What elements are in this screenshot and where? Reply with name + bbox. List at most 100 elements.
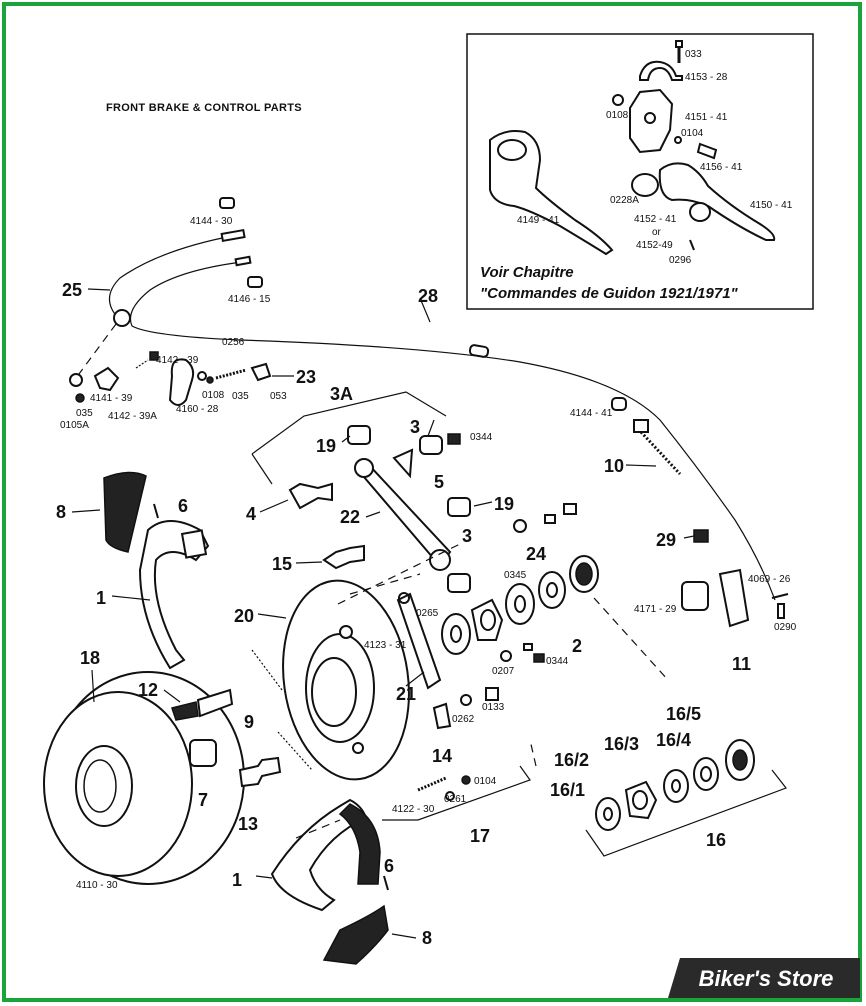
pn-0105a: 0105A (60, 420, 89, 431)
inset-note-line2: "Commandes de Guidon 1921/1971" (480, 285, 739, 302)
callout-8: 8 (56, 502, 66, 522)
pn-0344a: 0344 (470, 432, 493, 443)
brake-lining-shoe-bottom (338, 803, 381, 885)
pn-0262: 0262 (452, 714, 475, 725)
callout-1: 1 (96, 588, 106, 608)
inset-note-line1: Voir Chapitre (480, 264, 574, 281)
inset-label-4156: 4156 - 41 (700, 162, 743, 173)
callout-16-2: 16/2 (554, 750, 589, 770)
callout-3b: 3 (462, 526, 472, 546)
pn-0133: 0133 (482, 702, 505, 713)
inset-label-or: or (652, 227, 662, 238)
washer-24-drawing (513, 519, 527, 533)
pn-0104: 0104 (474, 776, 497, 787)
pn-0344b: 0344 (546, 656, 569, 667)
callout-19b: 19 (494, 494, 514, 514)
brake-shoe-1-bottom (270, 798, 368, 912)
bushing-7-drawing (189, 739, 217, 767)
callout-16-1: 16/1 (550, 780, 585, 800)
pn-4069-26: 4069 - 26 (748, 574, 791, 585)
pn-4171-29: 4171 - 29 (634, 604, 677, 615)
bushing-19-top (347, 425, 371, 445)
stud-4-drawing (288, 482, 333, 510)
nut-14-drawing (432, 702, 452, 730)
pn-4110-30: 4110 - 30 (76, 880, 118, 891)
pn-035a: 035 (232, 391, 249, 402)
callout-8b: 8 (422, 928, 432, 948)
callout-14: 14 (432, 746, 452, 766)
pn-4160-28: 4160 - 28 (176, 404, 219, 415)
inset-label-4153: 4153 - 28 (685, 72, 728, 83)
spring-9-lower (277, 731, 313, 771)
callout-16-4: 16/4 (656, 730, 691, 750)
pn-0290: 0290 (774, 622, 797, 633)
callout-16: 16 (706, 830, 726, 850)
pn-4123-31: 4123 - 31 (364, 640, 407, 651)
callout-13: 13 (238, 814, 258, 834)
callout-22: 22 (340, 507, 360, 527)
pn-0207: 0207 (492, 666, 515, 677)
cable-25-drawing (108, 235, 233, 319)
bracket-5-drawing (392, 448, 414, 479)
callout-25: 25 (62, 280, 82, 300)
pn-035b: 035 (76, 408, 93, 419)
inset-label-0108: 0108 (606, 110, 629, 121)
inset-label-4149: 4149 - 41 (517, 215, 560, 226)
callout-3a: 3A (330, 384, 353, 404)
inset-label-0296: 0296 (669, 255, 692, 266)
bushing-3-lower (447, 573, 471, 593)
bracket-17 (382, 765, 531, 821)
callout-18: 18 (80, 648, 100, 668)
inset-label-0104: 0104 (681, 128, 704, 139)
sleeve-4146-15-drawing (247, 276, 263, 288)
callout-29: 29 (656, 530, 676, 550)
callout-16-3: 16/3 (604, 734, 639, 754)
cable-28-drawing (129, 261, 776, 601)
lever-4149-drawing (489, 130, 614, 256)
control-cables (75, 197, 776, 601)
inset-label-4152: 4152 - 41 (634, 214, 677, 225)
washer-kit-16-drawing (595, 739, 755, 831)
callout-19: 19 (316, 436, 336, 456)
lever-4150-drawing (658, 162, 776, 241)
callout-28: 28 (418, 286, 438, 306)
pn-0256: 0256 (222, 337, 245, 348)
clamp-4153-drawing (639, 60, 683, 81)
pn-0108: 0108 (202, 390, 225, 401)
nut-29-drawing (693, 529, 709, 543)
inset-label-0228a: 0228A (610, 195, 639, 206)
adjuster-10-drawing (633, 419, 682, 476)
callout-4: 4 (246, 504, 256, 524)
brake-lining-8-top (103, 471, 147, 553)
bracket-4151-drawing (629, 88, 674, 154)
pn-0265: 0265 (416, 608, 439, 619)
pn-0345: 0345 (504, 570, 527, 581)
clamp-4160-drawing (168, 358, 195, 406)
pn-4146-15: 4146 - 15 (228, 294, 271, 305)
bracket-3a (251, 391, 447, 455)
pin-4156-drawing (696, 142, 718, 160)
pn-4144-41: 4144 - 41 (570, 408, 613, 419)
sleeve-4144-41-drawing (611, 397, 627, 411)
callout-15: 15 (272, 554, 292, 574)
pn-0261: 0261 (444, 794, 467, 805)
diagram-title: FRONT BRAKE & CONTROL PARTS (106, 102, 302, 114)
callout-21: 21 (396, 684, 416, 704)
callout-16-5: 16/5 (666, 704, 701, 724)
sleeve-4144-30-drawing (219, 197, 235, 209)
bolt-15-drawing (322, 544, 365, 570)
callout-1b: 1 (232, 870, 242, 890)
brake-lining-8-bottom (322, 904, 389, 965)
callout-11: 11 (732, 654, 751, 674)
clevis-11-drawing (681, 568, 789, 628)
cable-clamp-parts (69, 351, 272, 406)
callout-6b: 6 (384, 856, 394, 876)
brake-drum-18-drawing (43, 671, 245, 885)
callout-17: 17 (470, 826, 490, 846)
cam-lever-21-drawing (396, 592, 442, 690)
pn-4122-30: 4122 - 30 (392, 804, 435, 815)
screw-033-drawing (675, 40, 683, 63)
handlebar-controls-inset: 033 4153 - 28 0108 4151 - 41 0104 4156 -… (466, 33, 814, 310)
hub-washers (441, 555, 599, 663)
